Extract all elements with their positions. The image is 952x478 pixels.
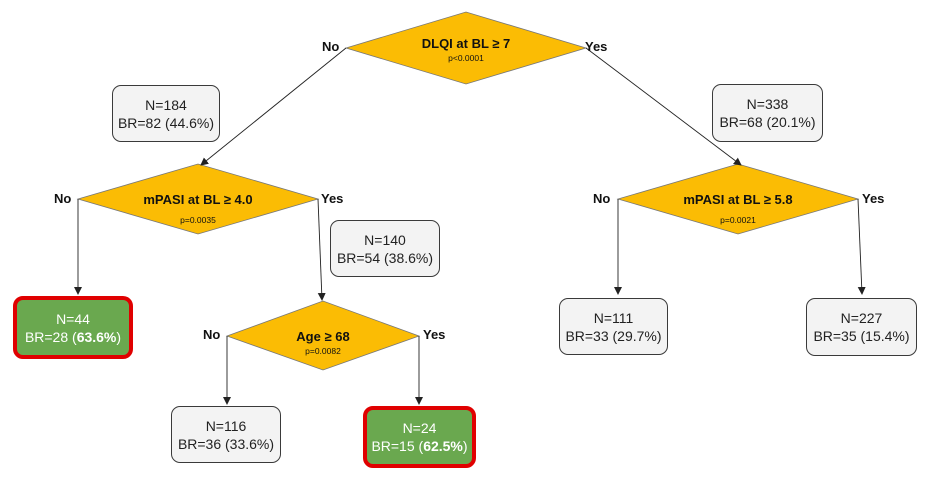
node-n227-rate: BR=35 (15.4%) xyxy=(813,328,910,344)
node-n227: N=227 BR=35 (15.4%) xyxy=(806,298,917,356)
node-n184-count: N=184 xyxy=(145,96,187,113)
left-split-yes-label: Yes xyxy=(321,191,344,206)
root-yes-label: Yes xyxy=(585,39,608,54)
root-no-label: No xyxy=(322,39,340,54)
left-split-p-value: p=0.0035 xyxy=(180,215,216,225)
right-split-question: mPASI at BL ≥ 5.8 xyxy=(683,192,793,207)
node-n140: N=140 BR=54 (38.6%) xyxy=(330,220,440,277)
age-split-p-value: p=0.0082 xyxy=(305,346,341,356)
age-split-label: Age ≥ 68 p=0.0082 xyxy=(263,329,383,357)
age-split-yes-label: Yes xyxy=(423,327,446,342)
root-question: DLQI at BL ≥ 7 xyxy=(421,36,511,51)
edge-right-yes xyxy=(857,198,866,295)
node-n116-rate: BR=36 (33.6%) xyxy=(177,435,275,452)
edge-root-no xyxy=(200,47,347,166)
node-n24-count: N=24 xyxy=(402,420,437,436)
edge-left-yes xyxy=(317,198,326,301)
node-n111-count: N=111 xyxy=(593,309,634,326)
node-n116-count: N=116 xyxy=(205,417,247,434)
node-n44-rate: BR=28 (63.6%) xyxy=(24,328,122,345)
right-split-no-label: No xyxy=(593,191,611,206)
right-split-p-value: p=0.0021 xyxy=(720,215,756,225)
left-split-label: mPASI at BL ≥ 4.0 p=0.0035 xyxy=(118,192,278,226)
node-n44-count: N=44 xyxy=(56,310,90,327)
node-n140-count: N=140 xyxy=(364,231,406,248)
node-n227-count: N=227 xyxy=(840,310,883,326)
age-split-no-label: No xyxy=(203,327,221,342)
right-split-label: mPASI at BL ≥ 5.8 p=0.0021 xyxy=(658,192,818,226)
node-n184: N=184 BR=82 (44.6%) xyxy=(112,85,220,142)
node-n338: N=338 BR=68 (20.1%) xyxy=(712,84,823,142)
root-p-value: p<0.0001 xyxy=(448,53,484,63)
age-split-question: Age ≥ 68 xyxy=(296,329,350,344)
left-split-no-label: No xyxy=(54,191,72,206)
right-split-yes-label: Yes xyxy=(862,191,885,206)
node-n44-highlight: N=44 BR=28 (63.6%) xyxy=(13,296,133,359)
left-split-question: mPASI at BL ≥ 4.0 xyxy=(143,192,253,207)
root-decision-label: DLQI at BL ≥ 7 p<0.0001 xyxy=(396,36,536,64)
node-n111: N=111 BR=33 (29.7%) xyxy=(559,298,668,355)
node-n140-rate: BR=54 (38.6%) xyxy=(336,249,434,266)
edge-root-yes xyxy=(585,47,742,166)
node-n24-highlight: N=24 BR=15 (62.5%) xyxy=(363,406,476,468)
node-n111-rate: BR=33 (29.7%) xyxy=(565,327,662,344)
node-n338-count: N=338 xyxy=(746,96,789,112)
node-n116: N=116 BR=36 (33.6%) xyxy=(171,406,281,463)
node-n24-rate: BR=15 (62.5%) xyxy=(371,438,468,454)
node-n184-rate: BR=82 (44.6%) xyxy=(117,114,215,131)
node-n338-rate: BR=68 (20.1%) xyxy=(719,114,816,130)
